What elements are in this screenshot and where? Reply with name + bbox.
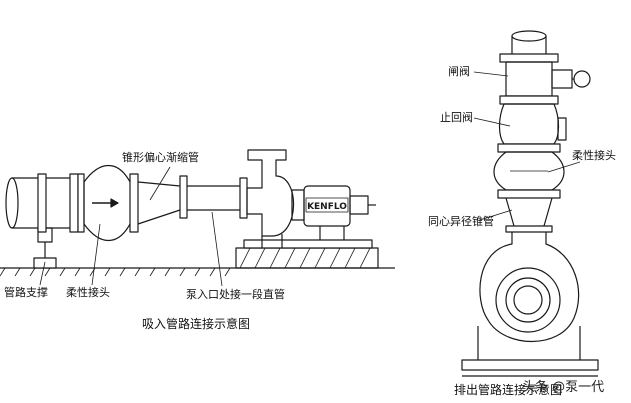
label-flexible-joint-suction: 柔性接头: [66, 286, 110, 299]
flange: [77, 173, 85, 233]
flange: [505, 225, 553, 233]
flange: [499, 95, 559, 105]
pump-brand-plate: [305, 197, 349, 213]
caption-suction: 吸入管路连接示意图: [142, 317, 251, 331]
suction-assembly: [0, 149, 395, 287]
discharge-pipe: [511, 36, 547, 54]
pump-brand-text: KENFLO: [307, 202, 347, 212]
check-valve-body: [498, 103, 560, 145]
label-gate-valve: 闸阀: [448, 65, 470, 78]
pump-volute: [246, 149, 295, 237]
pump-volute-front: [479, 232, 580, 343]
eccentric-reducer: [137, 181, 181, 225]
suction-flexible-joint: [83, 165, 131, 241]
flange: [179, 175, 188, 219]
straight-pipe: [187, 185, 240, 211]
pump-base-front: [461, 359, 599, 371]
label-flexible-joint-discharge: 柔性接头: [572, 149, 616, 162]
label-check-valve: 止回阀: [440, 111, 473, 124]
label-straight-pipe: 泵入口处接一段直管: [186, 288, 285, 301]
label-concentric-reducer: 同心异径锥管: [428, 215, 494, 228]
pump-baseplate: [243, 239, 373, 249]
label-eccentric-reducer: 锥形偏心渐缩管: [122, 151, 199, 164]
pump-foundation: [235, 247, 379, 269]
flange: [129, 173, 139, 233]
caption-discharge: 排出管路连接示意图: [454, 383, 563, 397]
gate-valve-body: [505, 61, 553, 97]
flange: [239, 177, 248, 219]
watermark: 头条 @泵一代: [522, 380, 605, 395]
flange: [69, 173, 79, 233]
ground-hatch: [0, 267, 231, 277]
flange: [497, 189, 561, 199]
label-pipe-support: 管路支撑: [4, 286, 48, 299]
discharge-assembly: [461, 30, 599, 377]
flange: [37, 173, 47, 233]
flange: [497, 143, 561, 153]
concentric-reducer: [505, 197, 553, 227]
flange: [499, 53, 559, 63]
